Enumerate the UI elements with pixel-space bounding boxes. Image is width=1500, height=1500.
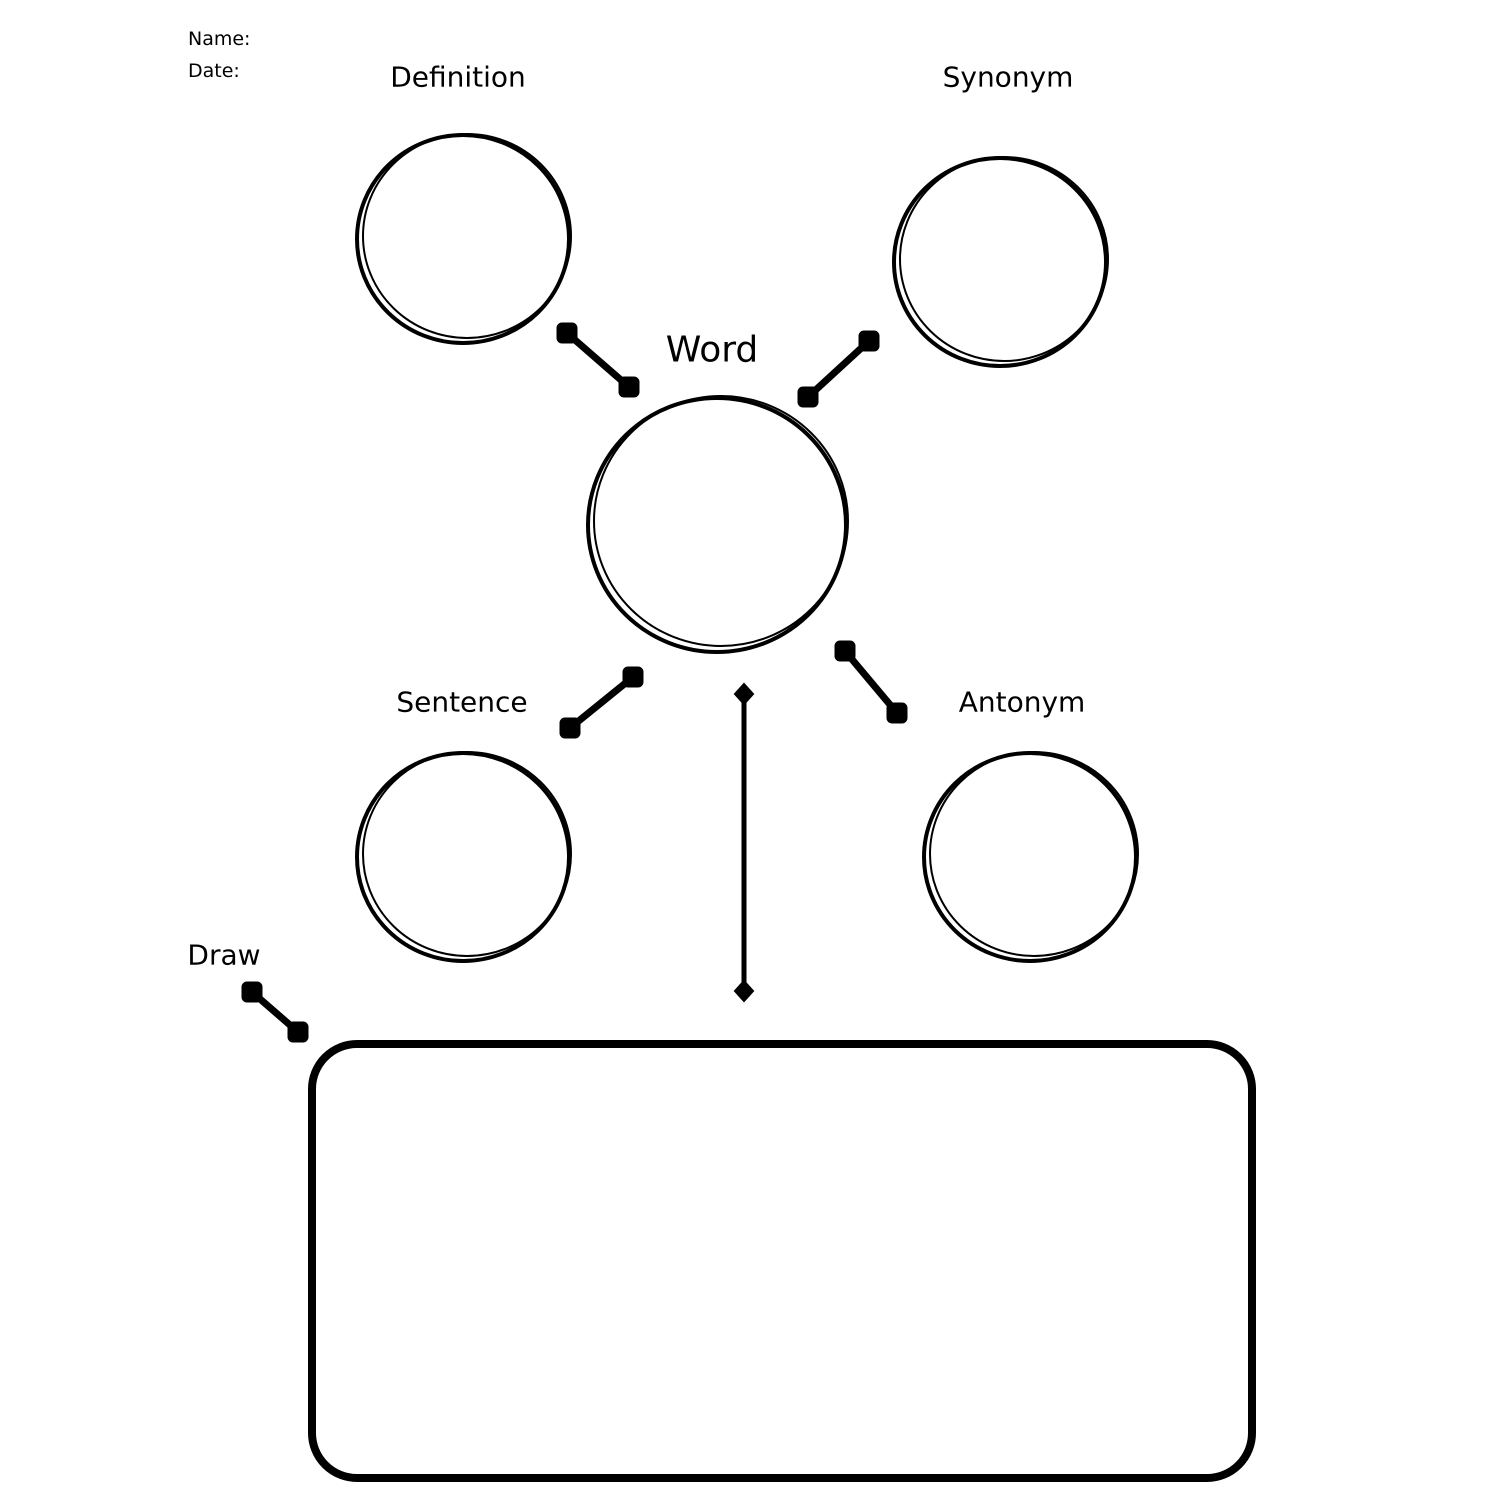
draw-label: Draw bbox=[187, 938, 261, 972]
synonym-label: Synonym bbox=[942, 60, 1074, 94]
connector-definition bbox=[556, 322, 640, 398]
connector-word-to-box bbox=[733, 682, 755, 1003]
connector-antonym bbox=[834, 640, 908, 724]
name-label: Name: bbox=[188, 28, 251, 50]
word-circle[interactable] bbox=[586, 395, 849, 654]
antonym-circle[interactable] bbox=[922, 751, 1139, 963]
connector-synonym bbox=[797, 330, 880, 408]
drawing-box[interactable] bbox=[308, 1040, 1256, 1482]
sentence-circle[interactable] bbox=[355, 751, 572, 963]
connector-draw bbox=[241, 981, 309, 1043]
date-label: Date: bbox=[188, 60, 240, 82]
definition-circle[interactable] bbox=[355, 133, 572, 345]
sentence-label: Sentence bbox=[396, 685, 528, 719]
connector-sentence bbox=[559, 666, 644, 739]
synonym-circle[interactable] bbox=[892, 156, 1109, 368]
antonym-label: Antonym bbox=[958, 685, 1086, 719]
word-label: Word bbox=[665, 329, 759, 371]
definition-label: Definition bbox=[390, 60, 526, 94]
